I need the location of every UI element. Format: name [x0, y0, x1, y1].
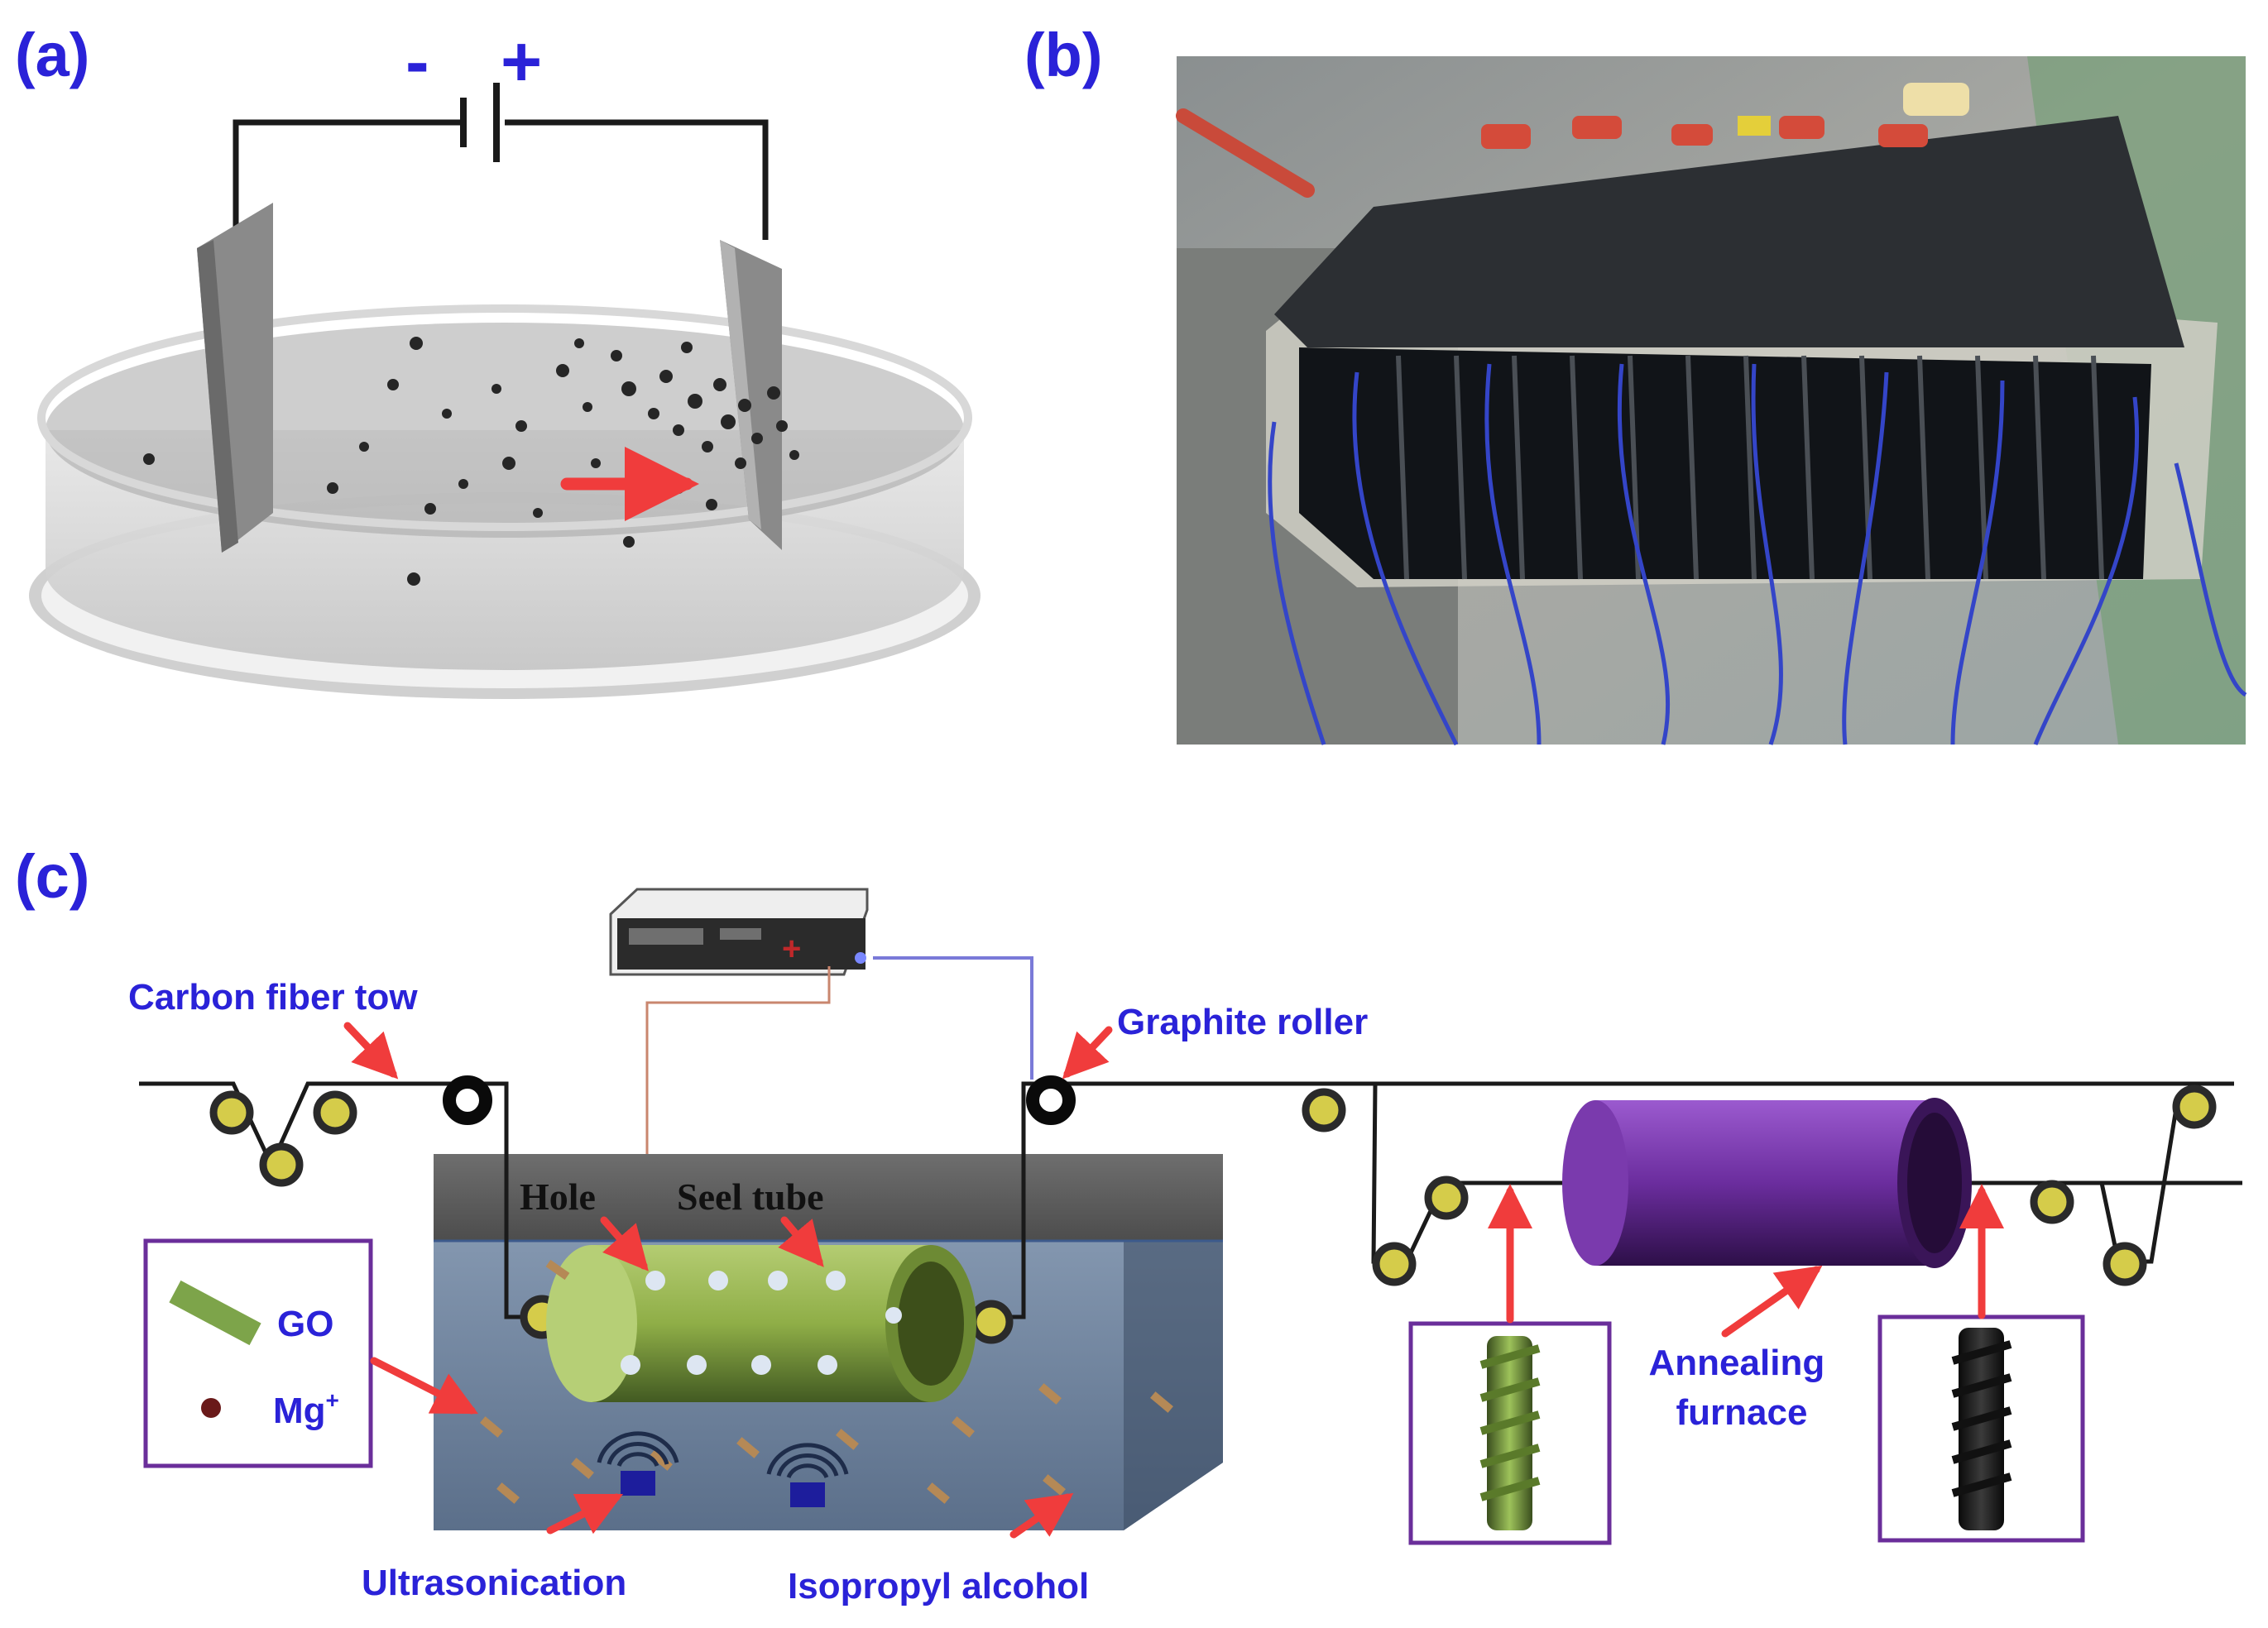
arrow-go-mg — [370, 1357, 479, 1415]
carbon-fiber-tow-path — [139, 1081, 2234, 1319]
electrode-negative — [197, 203, 273, 553]
guide-rollers — [209, 1085, 2217, 1344]
battery-stack — [1266, 83, 2218, 587]
mg-ion-icon — [201, 1398, 221, 1418]
arrow-carbon-fiber-tow — [343, 1022, 399, 1080]
electrode-positive — [720, 240, 782, 550]
label-ultrasonication: Ultrasonication — [362, 1563, 626, 1603]
dc-power-supply-icon: + — [609, 888, 869, 976]
panel-a-label: (a) — [15, 21, 89, 89]
label-isopropyl-alcohol: Isopropyl alcohol — [788, 1566, 1089, 1606]
circuit-wire — [233, 119, 769, 248]
svg-text:+: + — [782, 931, 801, 967]
go-flakes — [480, 1259, 1173, 1504]
ultrasonic-transducer-icon — [597, 1431, 849, 1507]
panel-c-label: (c) — [15, 842, 89, 911]
arrow-graphite-roller — [1062, 1026, 1113, 1080]
graphene-particles — [143, 337, 799, 586]
polarity-minus: - — [405, 22, 429, 102]
label-graphite-roller: Graphite roller — [1117, 1002, 1368, 1042]
legend-box: GO Mg+ — [143, 1238, 373, 1468]
panel-b-label: (b) — [1024, 21, 1103, 89]
mg-label: Mg+ — [273, 1387, 339, 1431]
inset-coated-fiber — [1408, 1321, 1612, 1545]
battery-symbol — [460, 83, 500, 162]
arrow-annealing-furnace — [1721, 1265, 1823, 1338]
label-seel-tube: Seel tube — [677, 1176, 824, 1218]
blue-cables — [1268, 363, 2247, 746]
go-label: GO — [277, 1304, 333, 1344]
petri-dish — [29, 304, 981, 699]
tube-holes — [621, 1271, 902, 1375]
arrow-ultrasonication — [546, 1493, 624, 1535]
annotation-arrows — [343, 1022, 2004, 1539]
arrow-hole — [600, 1216, 649, 1271]
polarity-plus: + — [501, 22, 542, 102]
arrow-isopropyl-alcohol — [1009, 1492, 1074, 1539]
positive-lead — [645, 966, 831, 1266]
panel-a: (a) - + — [15, 21, 981, 699]
label-carbon-fiber-tow: Carbon fiber tow — [128, 977, 418, 1018]
annealing-furnace — [1562, 1098, 1972, 1268]
graphite-rollers — [443, 1075, 1076, 1125]
label-annealing-furnace: Annealing furnace — [1649, 1343, 1835, 1433]
probe-lead — [1176, 108, 1315, 198]
panel-b: (b) — [1024, 21, 2247, 746]
panel-c: (c) + — [15, 842, 2242, 1606]
arrow-seel-tube — [778, 1216, 824, 1267]
label-hole: Hole — [520, 1176, 596, 1218]
seel-tube — [546, 1245, 976, 1402]
negative-lead — [873, 956, 1033, 1080]
go-flake-icon — [169, 1280, 261, 1346]
inset-annealed-fiber — [1877, 1314, 2085, 1543]
